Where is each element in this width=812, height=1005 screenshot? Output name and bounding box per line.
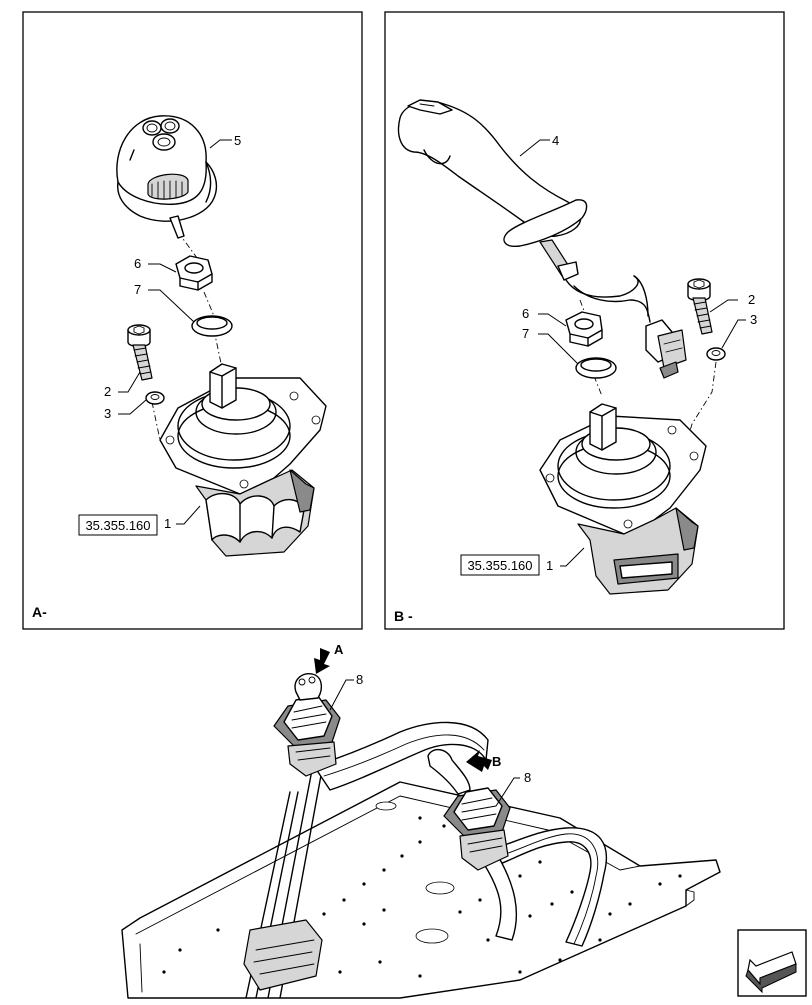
callout-a-2: 2 bbox=[104, 371, 141, 399]
screw-2 bbox=[127, 324, 153, 381]
washer-3 bbox=[145, 391, 165, 405]
svg-text:2: 2 bbox=[104, 384, 111, 399]
callout-a-1: 1 bbox=[164, 505, 201, 531]
svg-text:8: 8 bbox=[356, 672, 363, 687]
svg-text:1: 1 bbox=[164, 516, 171, 531]
callout-a-7: 7 bbox=[134, 282, 195, 323]
direction-arrow-icon bbox=[737, 929, 807, 997]
ring-7 bbox=[191, 315, 233, 337]
svg-text:6: 6 bbox=[134, 256, 141, 271]
svg-text:4: 4 bbox=[552, 133, 559, 148]
reference-box-a[interactable]: 35.355.160 bbox=[78, 514, 158, 536]
panel-a: 5 6 7 2 3 1 35.355.160 A- bbox=[22, 11, 363, 630]
callout-b-2: 2 bbox=[709, 292, 755, 313]
control-knob-5 bbox=[116, 115, 218, 239]
callout-overview-8-b: 8 bbox=[495, 770, 531, 807]
joystick-base-1-b bbox=[539, 403, 707, 595]
svg-text:5: 5 bbox=[234, 133, 241, 148]
callout-b-3: 3 bbox=[721, 312, 757, 349]
callout-a-6: 6 bbox=[134, 256, 177, 273]
callout-a-5: 5 bbox=[209, 133, 241, 149]
ring-7-b bbox=[575, 357, 617, 379]
svg-text:1: 1 bbox=[546, 558, 553, 573]
svg-text:7: 7 bbox=[522, 326, 529, 341]
reference-box-b[interactable]: 35.355.160 bbox=[460, 554, 540, 576]
control-grip-4 bbox=[397, 99, 651, 323]
panel-b: 4 6 7 2 3 1 35.355.160 B - bbox=[384, 11, 785, 630]
panel-label-a: A- bbox=[32, 604, 47, 620]
svg-text:8: 8 bbox=[524, 770, 531, 785]
svg-text:2: 2 bbox=[748, 292, 755, 307]
joystick-base-1 bbox=[159, 363, 327, 557]
connector bbox=[645, 319, 687, 379]
svg-text:35.355.160: 35.355.160 bbox=[467, 558, 532, 573]
callout-a-3: 3 bbox=[104, 399, 147, 421]
overview-joystick-a bbox=[273, 673, 341, 777]
svg-text:7: 7 bbox=[134, 282, 141, 297]
svg-text:B: B bbox=[492, 754, 501, 769]
nut-6-b bbox=[565, 311, 603, 347]
nut-6 bbox=[175, 255, 213, 291]
washer-3-b bbox=[706, 347, 726, 361]
screw-2-b bbox=[687, 278, 713, 335]
svg-text:3: 3 bbox=[104, 406, 111, 421]
view-arrow-a: A bbox=[314, 642, 344, 674]
view-arrow-b: B bbox=[466, 750, 501, 772]
svg-text:35.355.160: 35.355.160 bbox=[85, 518, 150, 533]
svg-text:6: 6 bbox=[522, 306, 529, 321]
callout-b-4: 4 bbox=[519, 133, 559, 157]
callout-b-6: 6 bbox=[522, 306, 567, 327]
overview-diagram: A B 8 8 bbox=[121, 642, 721, 999]
svg-text:A: A bbox=[334, 642, 344, 657]
callout-overview-8-a: 8 bbox=[329, 672, 363, 711]
callout-b-7: 7 bbox=[522, 326, 579, 365]
overview-joystick-b bbox=[427, 749, 511, 871]
panel-label-b: B - bbox=[394, 608, 413, 624]
callout-b-1: 1 bbox=[546, 547, 585, 573]
svg-text:3: 3 bbox=[750, 312, 757, 327]
